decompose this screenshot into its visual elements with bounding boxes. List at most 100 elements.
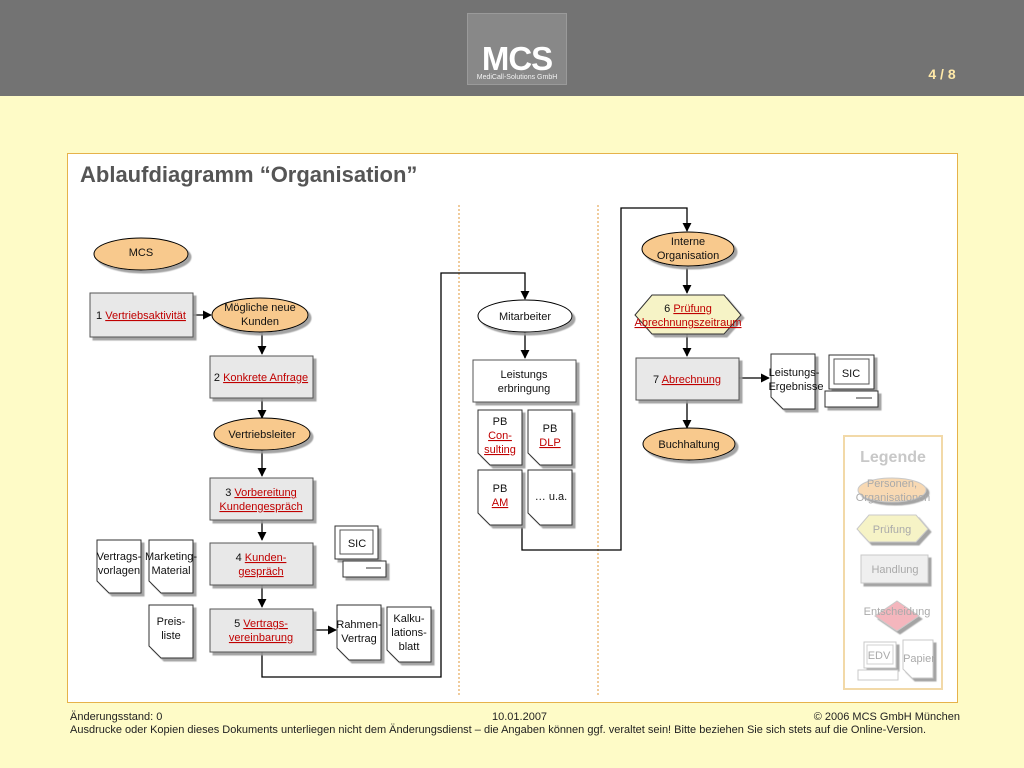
pb-dlp-link[interactable]: DLP [539, 437, 560, 449]
svg-text:4 Kunden-: 4 Kunden- [236, 552, 287, 564]
step7-node: 7 Abrechnung [635, 357, 740, 401]
pb-am-document: PB AM [477, 469, 523, 526]
buchhaltung-node: Buchhaltung [642, 427, 736, 461]
buchhaltung-label: Buchhaltung [658, 439, 719, 451]
interne-line2: Organisation [657, 250, 719, 262]
sic-computer-a: SIC [334, 525, 387, 578]
step6-link-line2[interactable]: Abrechnungszeitraum [634, 317, 741, 329]
rahmen-line1: Rahmen- [336, 619, 382, 631]
vertragsvorlagen-document: Vertrags- vorlagen [96, 539, 142, 594]
footer-copyright: © 2006 MCS GmbH München [813, 711, 960, 723]
ua-document: … u.a. [527, 469, 573, 526]
step7-link[interactable]: Abrechnung [662, 374, 721, 386]
vertragsvorlagen-line1: Vertrags- [97, 551, 142, 563]
legend-ellipse-shape [857, 477, 927, 503]
pb-am-prefix: PB [493, 483, 508, 495]
sic-computer-b: SIC [824, 354, 879, 408]
svg-text:3 Vorbereitung: 3 Vorbereitung [225, 487, 297, 499]
rahmenvertrag-document: Rahmen- Vertrag [336, 604, 382, 661]
interne-line1: Interne [671, 236, 705, 248]
leistungsergebnisse-line1: Leistungs- [769, 367, 820, 379]
svg-text:5 Vertrags-: 5 Vertrags- [234, 618, 288, 630]
legend-personen-line1: Personen, [867, 478, 917, 490]
legend-handlung: Handlung [871, 564, 918, 576]
svg-text:6 Prüfung: 6 Prüfung [664, 303, 712, 315]
step4-node: 4 Kunden- gespräch [209, 542, 314, 586]
kalku-line1: Kalku- [393, 613, 425, 625]
legend-hexagon-shape [856, 514, 929, 543]
step3-number: 3 [225, 487, 231, 499]
logo-subtitle: MediCall-Solutions GmbH [476, 74, 558, 81]
pb-dlp-document: PB DLP [527, 409, 573, 466]
kalku-line3: blatt [399, 641, 420, 653]
legend-entscheidung: Entscheidung [864, 606, 931, 618]
step6-link-line1[interactable]: Prüfung [673, 303, 712, 315]
preisliste-document: Preis- liste [148, 604, 194, 659]
legend-papier-icon: Papier [902, 639, 935, 679]
leistung-line1: Leistungs [500, 369, 548, 381]
logo-text: MCS [481, 40, 553, 77]
step4-number: 4 [236, 552, 242, 564]
step1-node: 1 Vertriebsaktivität [89, 292, 194, 338]
mcs-logo: MCS MediCall-Solutions GmbH [467, 13, 567, 85]
legend-rect-shape [860, 554, 929, 584]
preisliste-line1: Preis- [157, 616, 186, 628]
step2-number: 2 [214, 372, 220, 384]
legend: Legende Personen, Organisationen Prüfung… [843, 435, 943, 690]
connector-lines [193, 207, 770, 678]
marketing-line1: Marketing- [145, 551, 197, 563]
footer-stand: Änderungsstand: 0 [70, 711, 163, 723]
legend-personen-line2: Organisationen [856, 492, 931, 504]
svg-text:7 Abrechnung: 7 Abrechnung [653, 374, 721, 386]
mcs-node: MCS [93, 237, 189, 271]
preisliste-line2: liste [161, 630, 181, 642]
step5-link-line2[interactable]: vereinbarung [229, 632, 293, 644]
step2-link[interactable]: Konkrete Anfrage [223, 372, 308, 384]
pb-consulting-link-line2[interactable]: sulting [484, 444, 516, 456]
step4-link-line1[interactable]: Kunden- [245, 552, 287, 564]
leistung-line2: erbringung [498, 383, 551, 395]
kalku-line2: lations- [391, 627, 427, 639]
leistungsergebnisse-document: Leistungs- Ergebnisse [768, 353, 824, 410]
step5-link-line1[interactable]: Vertrags- [243, 618, 288, 630]
step2-node: 2 Konkrete Anfrage [209, 355, 314, 399]
sic-b-label: SIC [842, 368, 860, 380]
legend-edv-label: EDV [868, 650, 891, 662]
step7-number: 7 [653, 374, 659, 386]
marketing-material-document: Marketing- Material [145, 539, 197, 594]
interne-organisation-node: Interne Organisation [641, 231, 735, 267]
page-title: Ablaufdiagramm “Organisation” [80, 162, 418, 187]
pb-consulting-document: PB Con- sulting [477, 409, 523, 466]
pb-consulting-link-line1[interactable]: Con- [488, 430, 512, 442]
pb-dlp-prefix: PB [543, 423, 558, 435]
sic-a-label: SIC [348, 538, 366, 550]
step6-number: 6 [664, 303, 670, 315]
mitarbeiter-label: Mitarbeiter [499, 311, 551, 323]
step4-link-line2[interactable]: gespräch [238, 566, 283, 578]
pb-consulting-prefix: PB [493, 416, 508, 428]
step3-link-line1[interactable]: Vorbereitung [234, 487, 296, 499]
leistungsergebnisse-line2: Ergebnisse [768, 381, 823, 393]
step3-node: 3 Vorbereitung Kundengespräch [209, 477, 314, 521]
pb-am-link[interactable]: AM [492, 497, 509, 509]
legend-pruefung: Prüfung [873, 524, 912, 536]
ua-label: … u.a. [535, 491, 567, 503]
step1-number: 1 [96, 310, 102, 322]
step5-node: 5 Vertrags- vereinbarung [209, 608, 314, 653]
legend-title: Legende [860, 449, 926, 466]
marketing-line2: Material [151, 565, 190, 577]
kalkulationsblatt-document: Kalku- lations- blatt [386, 606, 432, 663]
rahmen-line2: Vertrag [341, 633, 376, 645]
legend-papier-label: Papier [903, 653, 935, 665]
footer-disclaimer: Ausdrucke oder Kopien dieses Dokuments u… [70, 724, 927, 736]
step1-link[interactable]: Vertriebsaktivität [105, 310, 186, 322]
moegliche-kunden-node: Mögliche neue Kunden [211, 297, 309, 333]
vertriebsleiter-label: Vertriebsleiter [228, 429, 296, 441]
legend-diamond-shape [874, 600, 920, 632]
mcs-label: MCS [129, 247, 153, 259]
footer-date: 10.01.2007 [492, 711, 548, 723]
step3-link-line2[interactable]: Kundengespräch [219, 501, 302, 513]
step5-number: 5 [234, 618, 240, 630]
vertragsvorlagen-line2: vorlagen [98, 565, 140, 577]
svg-text:1 Vertriebsaktivität: 1 Vertriebsaktivität [96, 310, 186, 322]
